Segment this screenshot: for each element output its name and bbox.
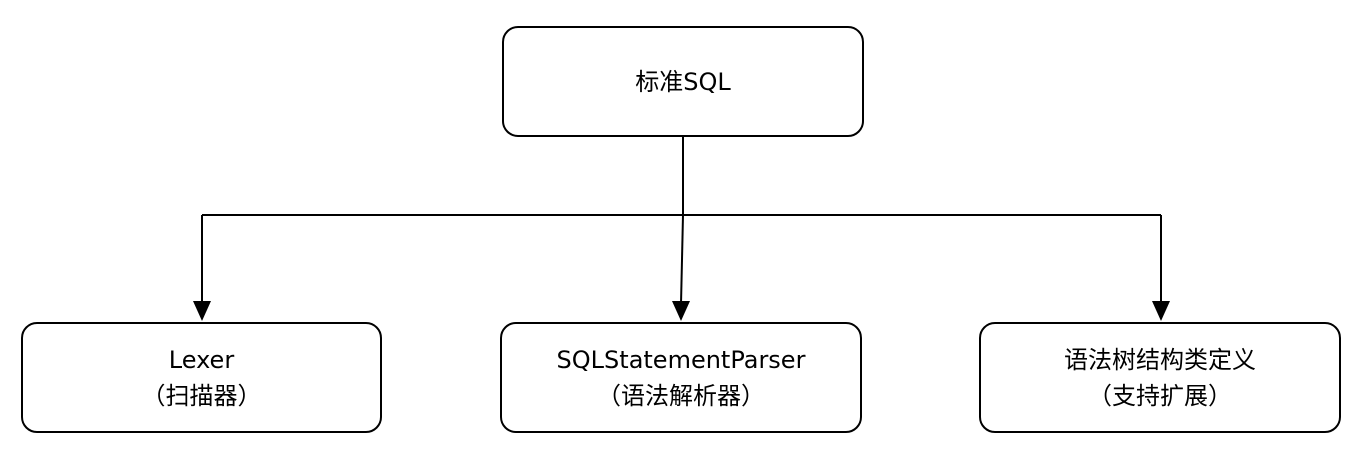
root-node-standard-sql: 标准SQL <box>502 26 864 137</box>
lexer-node-title: Lexer <box>168 345 235 374</box>
lexer-node-subtitle: （扫描器） <box>141 381 262 410</box>
arrowhead-to-parser <box>672 301 690 321</box>
root-node-label: 标准SQL <box>635 67 731 96</box>
parser-node-subtitle: （语法解析器） <box>597 381 765 410</box>
ast-node-title: 语法树结构类定义 <box>1064 345 1256 374</box>
arrowhead-to-lexer <box>193 301 211 321</box>
child-node-ast-definitions: 语法树结构类定义 （支持扩展） <box>979 322 1341 433</box>
child-node-lexer: Lexer （扫描器） <box>21 322 382 433</box>
connector-to-parser <box>680 214 684 305</box>
child-node-parser: SQLStatementParser （语法解析器） <box>500 322 862 433</box>
ast-node-subtitle: （支持扩展） <box>1088 381 1232 410</box>
parser-node-title: SQLStatementParser <box>556 345 806 374</box>
arrowhead-to-ast <box>1152 301 1170 321</box>
